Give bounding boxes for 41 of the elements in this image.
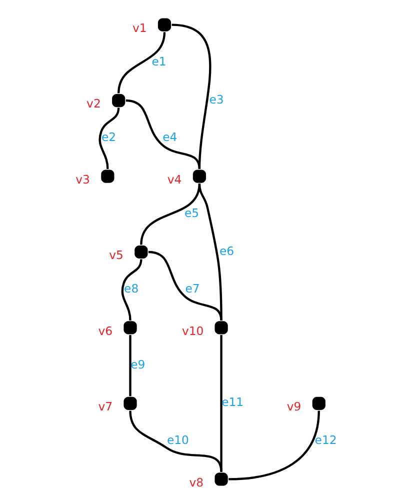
edge-label: e5 [184, 206, 200, 220]
node-label: v2 [86, 96, 101, 111]
connector [148, 250, 222, 321]
connector [220, 335, 222, 472]
node-label: v7 [98, 400, 113, 414]
edge-label: e3 [209, 92, 224, 106]
connector [118, 32, 166, 94]
node-label: v10 [182, 324, 204, 338]
node-circle [192, 170, 206, 183]
node-label: v4 [167, 172, 182, 186]
connector [126, 99, 201, 170]
node-circle [124, 321, 137, 334]
edge-label: e8 [124, 282, 139, 296]
node-label: v8 [189, 475, 204, 490]
node-circle [158, 18, 172, 32]
edge-label: e10 [166, 433, 189, 448]
connector [140, 183, 201, 245]
node-circle [101, 170, 114, 183]
node-circle [312, 396, 326, 410]
connector [129, 335, 132, 396]
connector [98, 108, 120, 170]
node-label: v5 [109, 248, 124, 262]
node-label: v1 [132, 20, 147, 35]
connector [129, 410, 222, 472]
node-circle [124, 396, 137, 410]
edge-label: e7 [185, 282, 200, 296]
edge-label: e2 [101, 130, 116, 144]
node-circle [134, 245, 148, 259]
node-label: v9 [286, 400, 302, 414]
connector [121, 259, 142, 321]
node-circle [214, 321, 228, 334]
node-circle [214, 472, 228, 486]
edge-label: e4 [162, 130, 178, 144]
node-circle [112, 94, 126, 108]
node-label: v3 [76, 172, 90, 186]
connector [198, 184, 222, 320]
edge-label: e12 [314, 433, 337, 448]
edge-label: e1 [152, 54, 166, 68]
node-label: v6 [98, 324, 113, 338]
connector [228, 410, 320, 480]
edge-label: e6 [219, 244, 234, 258]
